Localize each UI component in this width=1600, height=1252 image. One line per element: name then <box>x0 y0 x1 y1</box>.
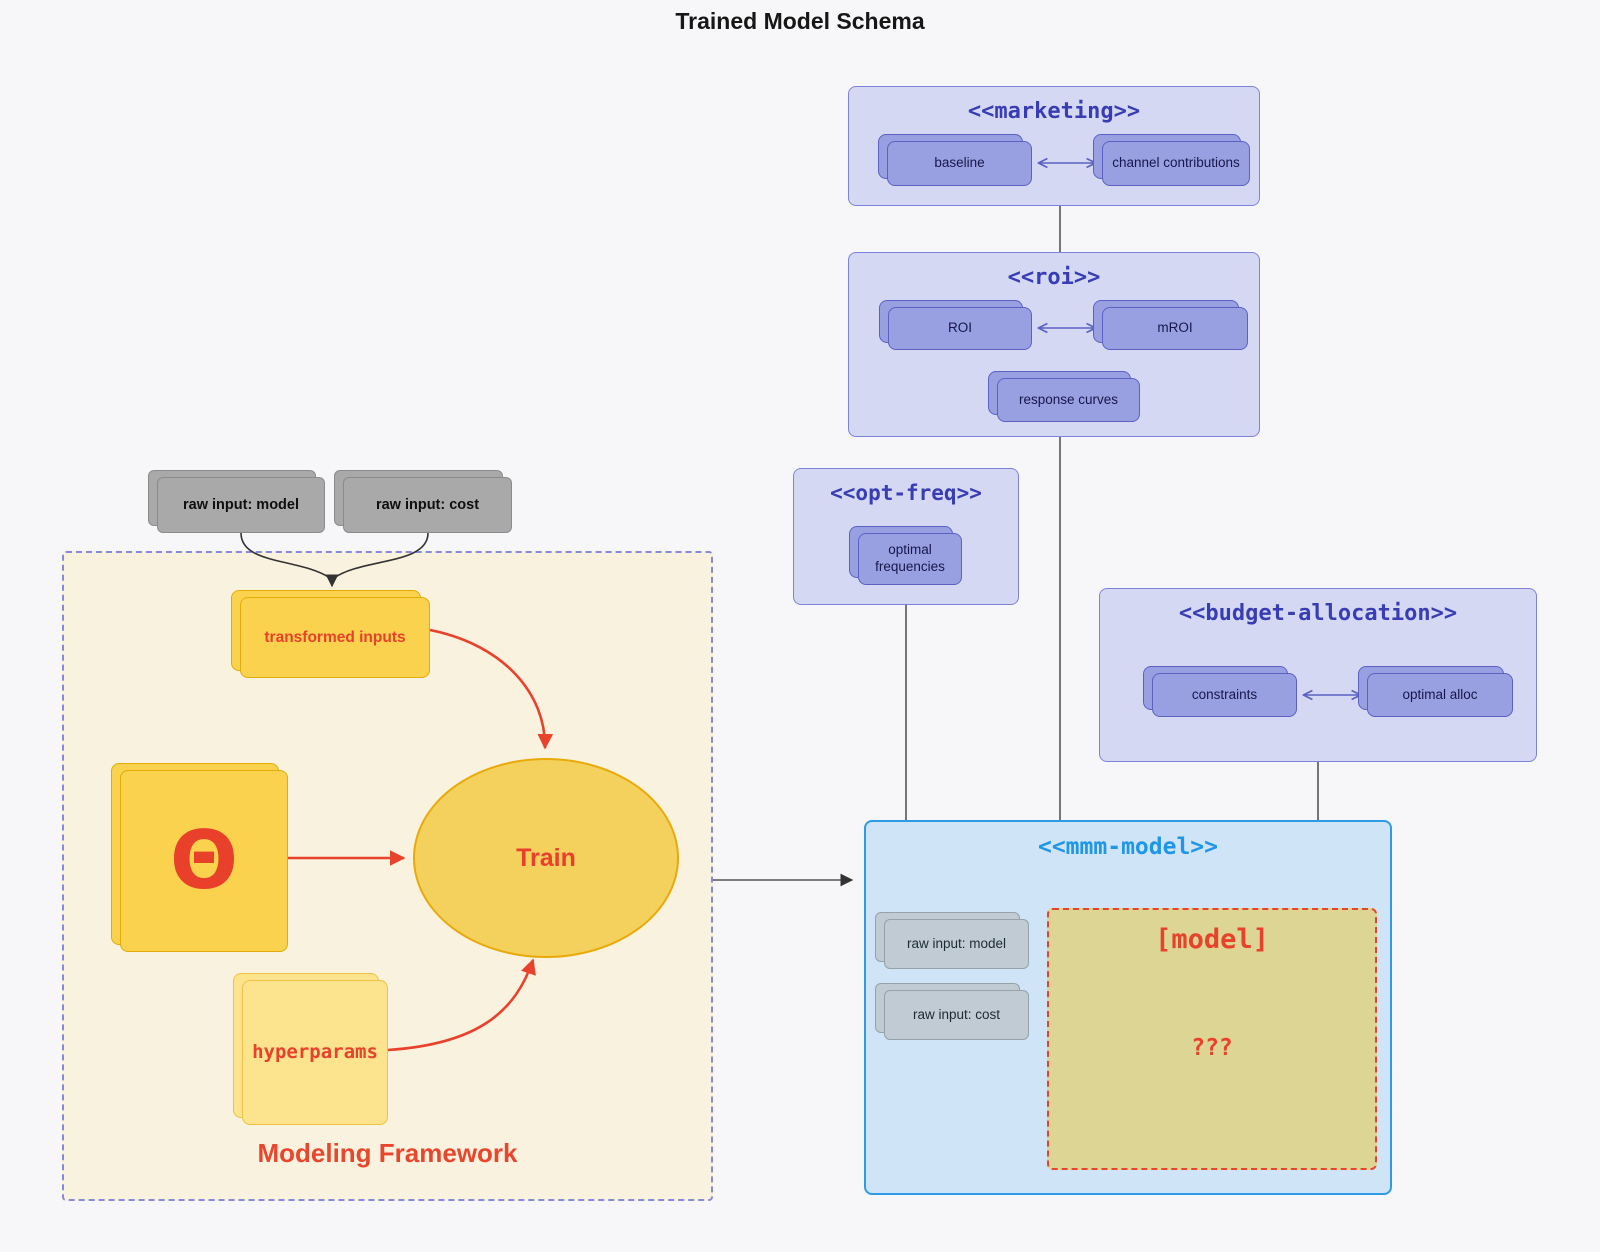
model-placeholder-question: ??? <box>1191 1035 1233 1061</box>
node-mroi-label: mROI <box>1157 320 1193 336</box>
node-channel-contributions-front: channel contributions <box>1102 141 1250 186</box>
node-optimal-alloc-label: optimal alloc <box>1402 686 1478 702</box>
node-train: Train <box>413 758 679 958</box>
node-baseline-front: baseline <box>887 141 1032 186</box>
node-raw-input-cost-label: raw input: cost <box>375 496 480 513</box>
node-optimal-frequencies-label: optimal frequencies <box>875 542 945 574</box>
node-roi-front: ROI <box>888 307 1032 350</box>
group-mmm-model-title: <<mmm-model>> <box>1037 834 1218 860</box>
node-baseline: baseline <box>878 134 1032 186</box>
group-budget-allocation-title: <<budget-allocation>> <box>1178 601 1458 626</box>
node-mmm-raw-input-model-label: raw input: model <box>906 935 1007 951</box>
node-hyperparams: hyperparams <box>233 973 388 1125</box>
node-constraints-front: constraints <box>1152 673 1297 717</box>
node-mroi-front: mROI <box>1102 307 1248 350</box>
node-constraints-label: constraints <box>1191 686 1258 702</box>
node-roi: ROI <box>879 300 1032 350</box>
node-train-label: Train <box>516 843 576 872</box>
node-raw-input-cost-front: raw input: cost <box>343 477 512 533</box>
group-marketing-title: <<marketing>> <box>967 99 1141 124</box>
node-hyperparams-label: hyperparams <box>252 1040 378 1063</box>
node-mmm-raw-input-cost: raw input: cost <box>875 983 1029 1040</box>
node-transformed-inputs-label: transformed inputs <box>264 628 406 646</box>
node-mroi: mROI <box>1093 300 1248 350</box>
node-raw-input-model-front: raw input: model <box>157 477 325 533</box>
node-response-curves-label: response curves <box>1018 391 1119 407</box>
node-channel-contributions-label: channel contributions <box>1112 155 1240 171</box>
node-mmm-raw-input-model: raw input: model <box>875 912 1029 969</box>
node-transformed-inputs-front: transformed inputs <box>240 597 430 678</box>
node-raw-input-cost: raw input: cost <box>334 470 512 533</box>
diagram-title: Trained Model Schema <box>675 8 925 34</box>
node-mmm-raw-input-cost-front: raw input: cost <box>884 990 1029 1040</box>
node-raw-input-model-label: raw input: model <box>183 496 299 513</box>
node-response-curves: response curves <box>988 371 1140 422</box>
node-baseline-label: baseline <box>934 155 985 171</box>
node-roi-label: ROI <box>947 320 972 336</box>
modeling-framework-label: Modeling Framework <box>257 1138 518 1168</box>
node-model-placeholder: [model] ??? <box>1047 908 1377 1170</box>
node-response-curves-front: response curves <box>997 378 1140 422</box>
group-opt-freq-title: <<opt-freq>> <box>830 481 982 505</box>
node-constraints: constraints <box>1143 666 1297 717</box>
model-placeholder-title: [model] <box>1155 924 1269 955</box>
node-theta-front: Θ <box>120 770 288 952</box>
node-mmm-raw-input-cost-label: raw input: cost <box>912 1006 1001 1022</box>
node-optimal-alloc: optimal alloc <box>1358 666 1513 717</box>
group-roi-title: <<roi>> <box>1007 265 1101 290</box>
node-transformed-inputs: transformed inputs <box>231 590 430 678</box>
node-mmm-raw-input-model-front: raw input: model <box>884 919 1029 969</box>
node-theta: Θ <box>111 763 288 952</box>
node-optimal-alloc-front: optimal alloc <box>1367 673 1513 717</box>
node-theta-label: Θ <box>169 814 238 907</box>
node-optimal-frequencies-front: optimal frequencies <box>858 533 962 585</box>
node-hyperparams-front: hyperparams <box>242 980 388 1125</box>
node-channel-contributions: channel contributions <box>1093 134 1250 186</box>
node-optimal-frequencies: optimal frequencies <box>849 526 962 585</box>
node-raw-input-model: raw input: model <box>148 470 325 533</box>
